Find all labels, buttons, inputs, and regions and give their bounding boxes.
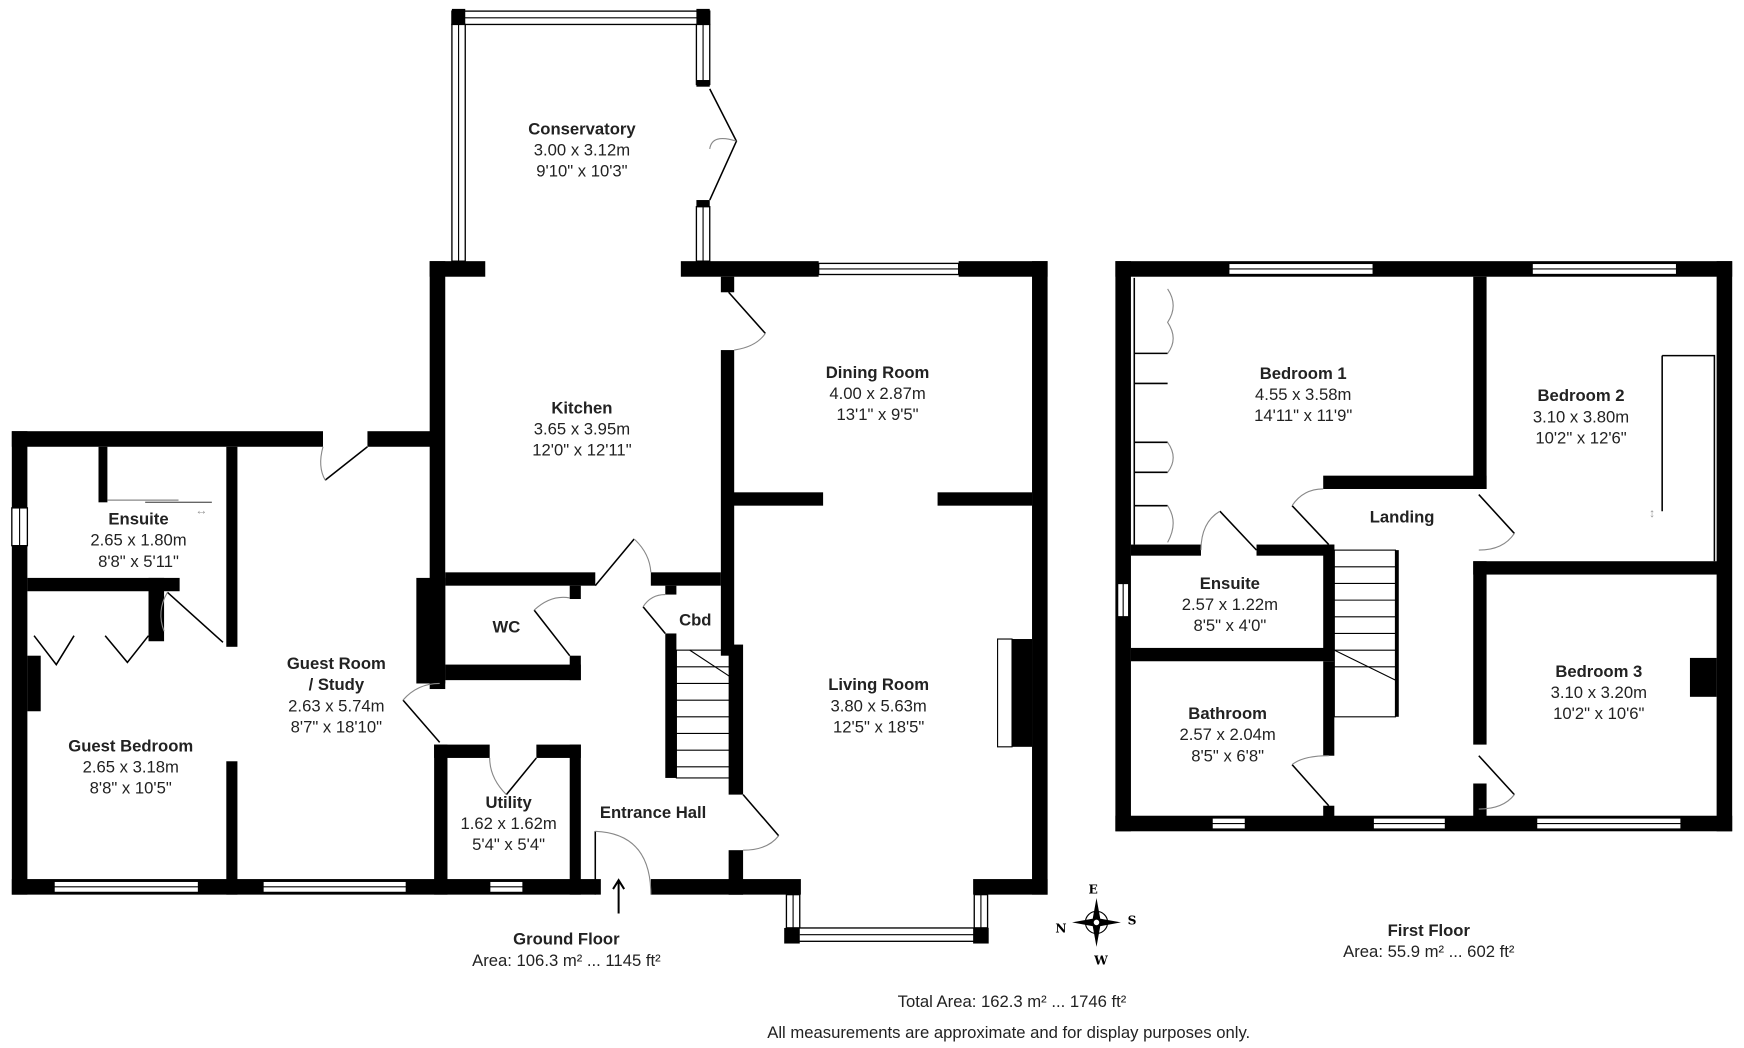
svg-text:2.63 x 5.74m: 2.63 x 5.74m — [288, 696, 384, 715]
svg-text:8'7" x 18'10": 8'7" x 18'10" — [291, 717, 382, 736]
svg-text:Conservatory: Conservatory — [528, 119, 636, 138]
svg-text:14'11" x 11'9": 14'11" x 11'9" — [1254, 406, 1352, 425]
svg-text:/ Study: / Study — [309, 675, 365, 694]
room-dining-room: Dining Room 4.00 x 2.87m 13'1" x 9'5" — [826, 363, 930, 424]
first-floor-plan: ↕ — [1115, 261, 1733, 832]
svg-text:↕: ↕ — [1649, 506, 1655, 520]
svg-text:Bedroom 3: Bedroom 3 — [1555, 662, 1642, 681]
svg-text:3.10 x 3.20m: 3.10 x 3.20m — [1551, 683, 1647, 702]
room-guest-bedroom: Guest Bedroom 2.65 x 3.18m 8'8" x 10'5" — [68, 736, 193, 797]
svg-text:10'2" x 10'6": 10'2" x 10'6" — [1553, 704, 1644, 723]
room-bedroom-2: Bedroom 2 3.10 x 3.80m 10'2" x 12'6" — [1533, 386, 1629, 447]
total-area: Total Area: 162.3 m² ... 1746 ft² — [898, 992, 1127, 1011]
svg-text:Living Room: Living Room — [828, 675, 929, 694]
room-guest-room-study: Guest Room / Study 2.63 x 5.74m 8'7" x 1… — [287, 654, 386, 736]
room-landing: Landing — [1370, 507, 1435, 526]
ground-floor-area: Area: 106.3 m² ... 1145 ft² — [472, 951, 661, 970]
svg-text:Bedroom 1: Bedroom 1 — [1260, 364, 1347, 383]
svg-text:13'1" x 9'5": 13'1" x 9'5" — [837, 405, 919, 424]
svg-text:W: W — [1093, 954, 1108, 968]
svg-text:Ensuite: Ensuite — [108, 510, 168, 529]
room-living-room: Living Room 3.80 x 5.63m 12'5" x 18'5" — [828, 675, 929, 736]
disclaimer: All measurements are approximate and for… — [767, 1023, 1250, 1042]
svg-text:Bathroom: Bathroom — [1188, 704, 1267, 723]
first-floor-staircase — [1333, 549, 1399, 718]
staircase — [675, 649, 733, 779]
svg-text:8'5" x 4'0": 8'5" x 4'0" — [1193, 616, 1266, 635]
svg-text:3.80 x 5.63m: 3.80 x 5.63m — [831, 696, 927, 715]
room-bathroom: Bathroom 2.57 x 2.04m 8'5" x 6'8" — [1179, 704, 1275, 765]
entrance-arrow-icon — [612, 878, 626, 914]
svg-text:12'5" x 18'5": 12'5" x 18'5" — [833, 717, 924, 736]
svg-text:Utility: Utility — [485, 793, 532, 812]
svg-text:Dining Room: Dining Room — [826, 363, 930, 382]
svg-text:Ensuite: Ensuite — [1200, 574, 1260, 593]
svg-text:2.57 x 1.22m: 2.57 x 1.22m — [1182, 595, 1278, 614]
room-bedroom-1: Bedroom 1 4.55 x 3.58m 14'11" x 11'9" — [1254, 364, 1352, 425]
svg-text:N: N — [1055, 921, 1066, 935]
svg-text:1.62 x 1.62m: 1.62 x 1.62m — [460, 814, 556, 833]
svg-text:9'10" x 10'3": 9'10" x 10'3" — [536, 162, 627, 181]
svg-text:3.65 x 3.95m: 3.65 x 3.95m — [534, 420, 630, 439]
first-floor-title: First Floor — [1388, 921, 1471, 940]
room-wc: WC — [492, 617, 520, 636]
svg-text:2.65 x 1.80m: 2.65 x 1.80m — [90, 531, 186, 550]
svg-text:E: E — [1088, 883, 1097, 897]
svg-text:2.65 x 3.18m: 2.65 x 3.18m — [83, 757, 179, 776]
svg-text:3.00 x 3.12m: 3.00 x 3.12m — [534, 141, 630, 160]
room-utility: Utility 1.62 x 1.62m 5'4" x 5'4" — [460, 793, 556, 854]
svg-text:Bedroom 2: Bedroom 2 — [1538, 386, 1625, 405]
ground-floor-plan: ↔ — [11, 8, 1048, 944]
ground-floor-title: Ground Floor — [513, 930, 620, 949]
compass-icon: E N S W — [1055, 883, 1136, 968]
room-ensuite-first: Ensuite 2.57 x 1.22m 8'5" x 4'0" — [1182, 574, 1278, 635]
room-bedroom-3: Bedroom 3 3.10 x 3.20m 10'2" x 10'6" — [1551, 662, 1647, 723]
svg-text:4.55 x 3.58m: 4.55 x 3.58m — [1255, 385, 1351, 404]
svg-text:8'8" x 5'11": 8'8" x 5'11" — [98, 552, 179, 571]
svg-text:2.57 x 2.04m: 2.57 x 2.04m — [1179, 725, 1275, 744]
svg-text:4.00 x 2.87m: 4.00 x 2.87m — [829, 384, 925, 403]
svg-text:12'0" x 12'11": 12'0" x 12'11" — [532, 441, 631, 460]
svg-text:8'8" x 10'5": 8'8" x 10'5" — [90, 779, 172, 798]
svg-text:3.10 x 3.80m: 3.10 x 3.80m — [1533, 407, 1629, 426]
svg-text:Guest Bedroom: Guest Bedroom — [68, 736, 193, 755]
svg-text:S: S — [1128, 914, 1137, 928]
svg-text:Kitchen: Kitchen — [551, 398, 612, 417]
room-ensuite-ground: Ensuite 2.65 x 1.80m 8'8" x 5'11" — [90, 510, 186, 571]
svg-text:5'4" x 5'4": 5'4" x 5'4" — [472, 835, 545, 854]
room-conservatory: Conservatory 3.00 x 3.12m 9'10" x 10'3" — [528, 119, 636, 180]
svg-text:10'2" x 12'6": 10'2" x 12'6" — [1535, 428, 1626, 447]
svg-text:8'5" x 6'8": 8'5" x 6'8" — [1191, 746, 1264, 765]
room-cupboard: Cbd — [679, 611, 711, 630]
svg-text:↔: ↔ — [195, 504, 207, 518]
room-kitchen: Kitchen 3.65 x 3.95m 12'0" x 12'11" — [532, 398, 631, 459]
svg-text:Guest Room: Guest Room — [287, 654, 386, 673]
room-entrance-hall: Entrance Hall — [600, 803, 706, 822]
first-floor-area: Area: 55.9 m² ... 602 ft² — [1343, 942, 1515, 961]
